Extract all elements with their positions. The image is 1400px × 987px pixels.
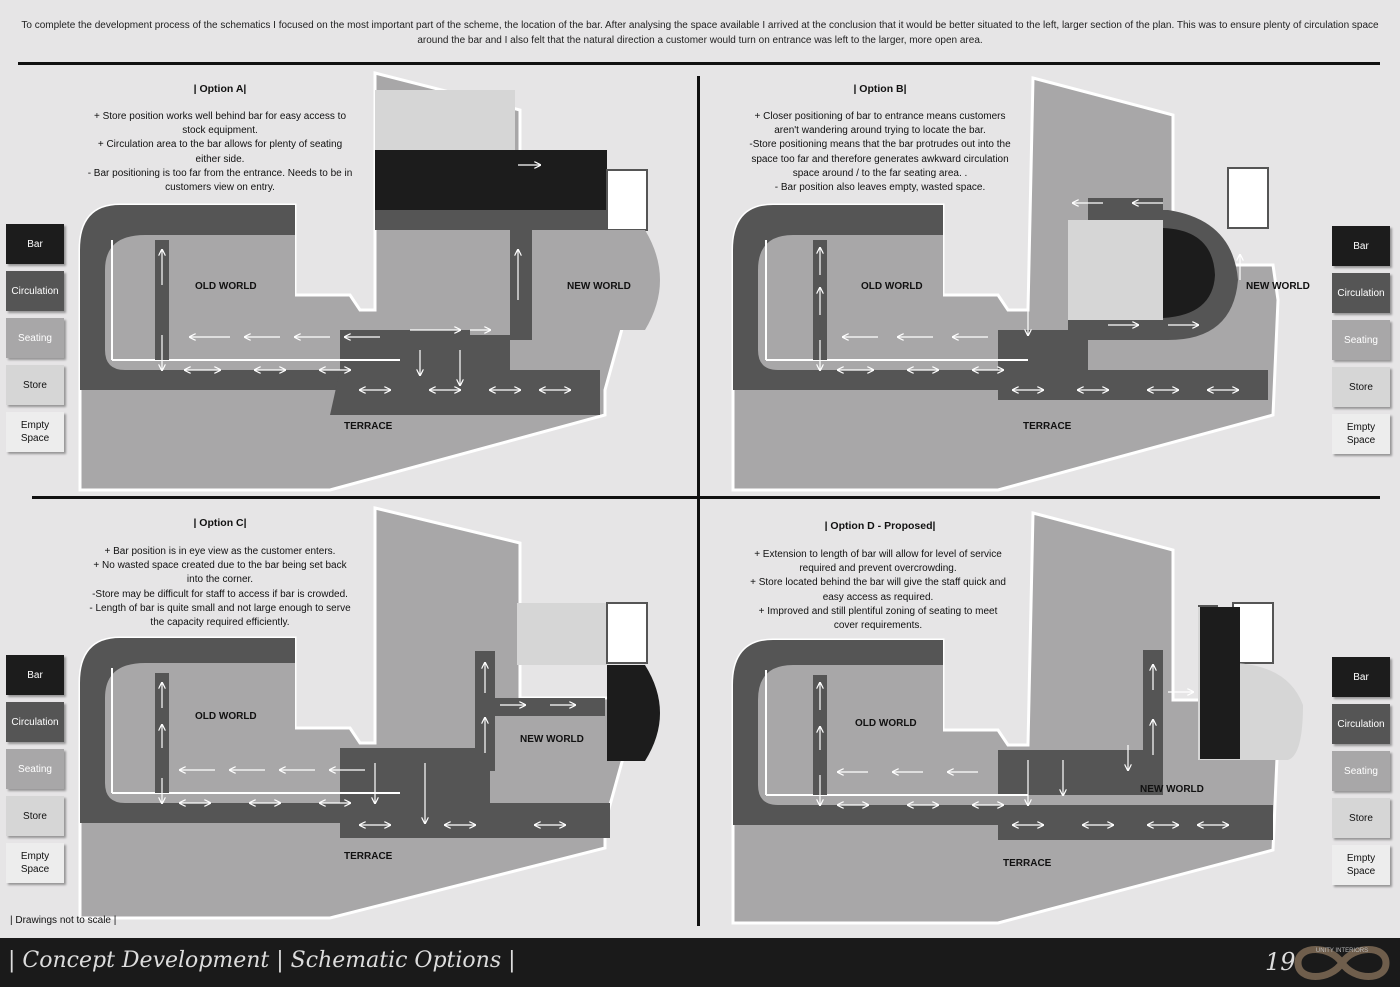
middle-divider bbox=[32, 496, 1380, 499]
option-d-title: | Option D - Proposed| bbox=[824, 520, 936, 532]
legend-circulation: Circulation bbox=[1332, 704, 1390, 744]
legend-store: Store bbox=[6, 365, 64, 405]
legend-store: Store bbox=[1332, 798, 1390, 838]
option-b-description: + Closer positioning of bar to entrance … bbox=[749, 111, 1011, 194]
legend-bar: Bar bbox=[6, 655, 64, 695]
legend-bar: Bar bbox=[6, 224, 64, 264]
legend-store: Store bbox=[6, 796, 64, 836]
legend-store: Store bbox=[1332, 367, 1390, 407]
legend-left-top: Bar Circulation Seating Store Empty Spac… bbox=[6, 224, 64, 459]
option-b-title: | Option B| bbox=[853, 83, 907, 95]
intro-text: To complete the development process of t… bbox=[21, 20, 1379, 46]
plan-option-b: OLD WORLD NEW WORLD TERRACE bbox=[731, 76, 1310, 492]
old-world-label: OLD WORLD bbox=[855, 718, 917, 729]
legend-empty-space: Empty Space bbox=[1332, 845, 1390, 885]
plan-option-d: OLD WORLD NEW WORLD TERRACE bbox=[731, 511, 1303, 925]
new-world-label: NEW WORLD bbox=[520, 734, 584, 745]
terrace-label: TERRACE bbox=[1023, 421, 1072, 432]
infinity-logo-icon: UNITY INTERIORS bbox=[1294, 946, 1390, 980]
legend-right-bottom: Bar Circulation Seating Store Empty Spac… bbox=[1332, 657, 1390, 892]
old-world-label: OLD WORLD bbox=[195, 281, 257, 292]
legend-right-top: Bar Circulation Seating Store Empty Spac… bbox=[1332, 226, 1390, 461]
new-world-label: NEW WORLD bbox=[1140, 784, 1204, 795]
footer-title: | Concept Development | Schematic Option… bbox=[8, 948, 516, 973]
legend-seating: Seating bbox=[1332, 320, 1390, 360]
terrace-label: TERRACE bbox=[1003, 858, 1052, 869]
top-divider bbox=[18, 62, 1380, 65]
legend-left-bottom: Bar Circulation Seating Store Empty Spac… bbox=[6, 655, 64, 890]
old-world-label: OLD WORLD bbox=[195, 711, 257, 722]
old-world-label: OLD WORLD bbox=[861, 281, 923, 292]
legend-empty-space: Empty Space bbox=[1332, 414, 1390, 454]
legend-seating: Seating bbox=[6, 749, 64, 789]
legend-circulation: Circulation bbox=[1332, 273, 1390, 313]
legend-seating: Seating bbox=[6, 318, 64, 358]
scale-note: | Drawings not to scale | bbox=[10, 915, 117, 926]
legend-empty-space: Empty Space bbox=[6, 843, 64, 883]
option-a-title: | Option A| bbox=[193, 83, 247, 95]
option-d-description: + Extension to length of bar will allow … bbox=[750, 549, 1006, 632]
page-number: 19 bbox=[1265, 948, 1296, 976]
option-a-description: + Store position works well behind bar f… bbox=[87, 111, 353, 194]
option-c-title: | Option C| bbox=[193, 517, 247, 529]
new-world-label: NEW WORLD bbox=[1246, 281, 1310, 292]
legend-seating: Seating bbox=[1332, 751, 1390, 791]
legend-empty-space: Empty Space bbox=[6, 412, 64, 452]
legend-circulation: Circulation bbox=[6, 271, 64, 311]
legend-bar: Bar bbox=[1332, 657, 1390, 697]
terrace-label: TERRACE bbox=[344, 421, 393, 432]
new-world-label: NEW WORLD bbox=[567, 281, 631, 292]
plan-option-a: OLD WORLD NEW WORLD TERRACE bbox=[78, 71, 660, 492]
logo-text: UNITY INTERIORS bbox=[1316, 948, 1368, 954]
legend-bar: Bar bbox=[1332, 226, 1390, 266]
footer-bar: | Concept Development | Schematic Option… bbox=[0, 938, 1400, 987]
plan-option-c: OLD WORLD NEW WORLD TERRACE bbox=[78, 506, 660, 920]
option-c-description: + Bar position is in eye view as the cus… bbox=[89, 546, 351, 629]
terrace-label: TERRACE bbox=[344, 851, 393, 862]
center-divider bbox=[697, 76, 700, 926]
legend-circulation: Circulation bbox=[6, 702, 64, 742]
